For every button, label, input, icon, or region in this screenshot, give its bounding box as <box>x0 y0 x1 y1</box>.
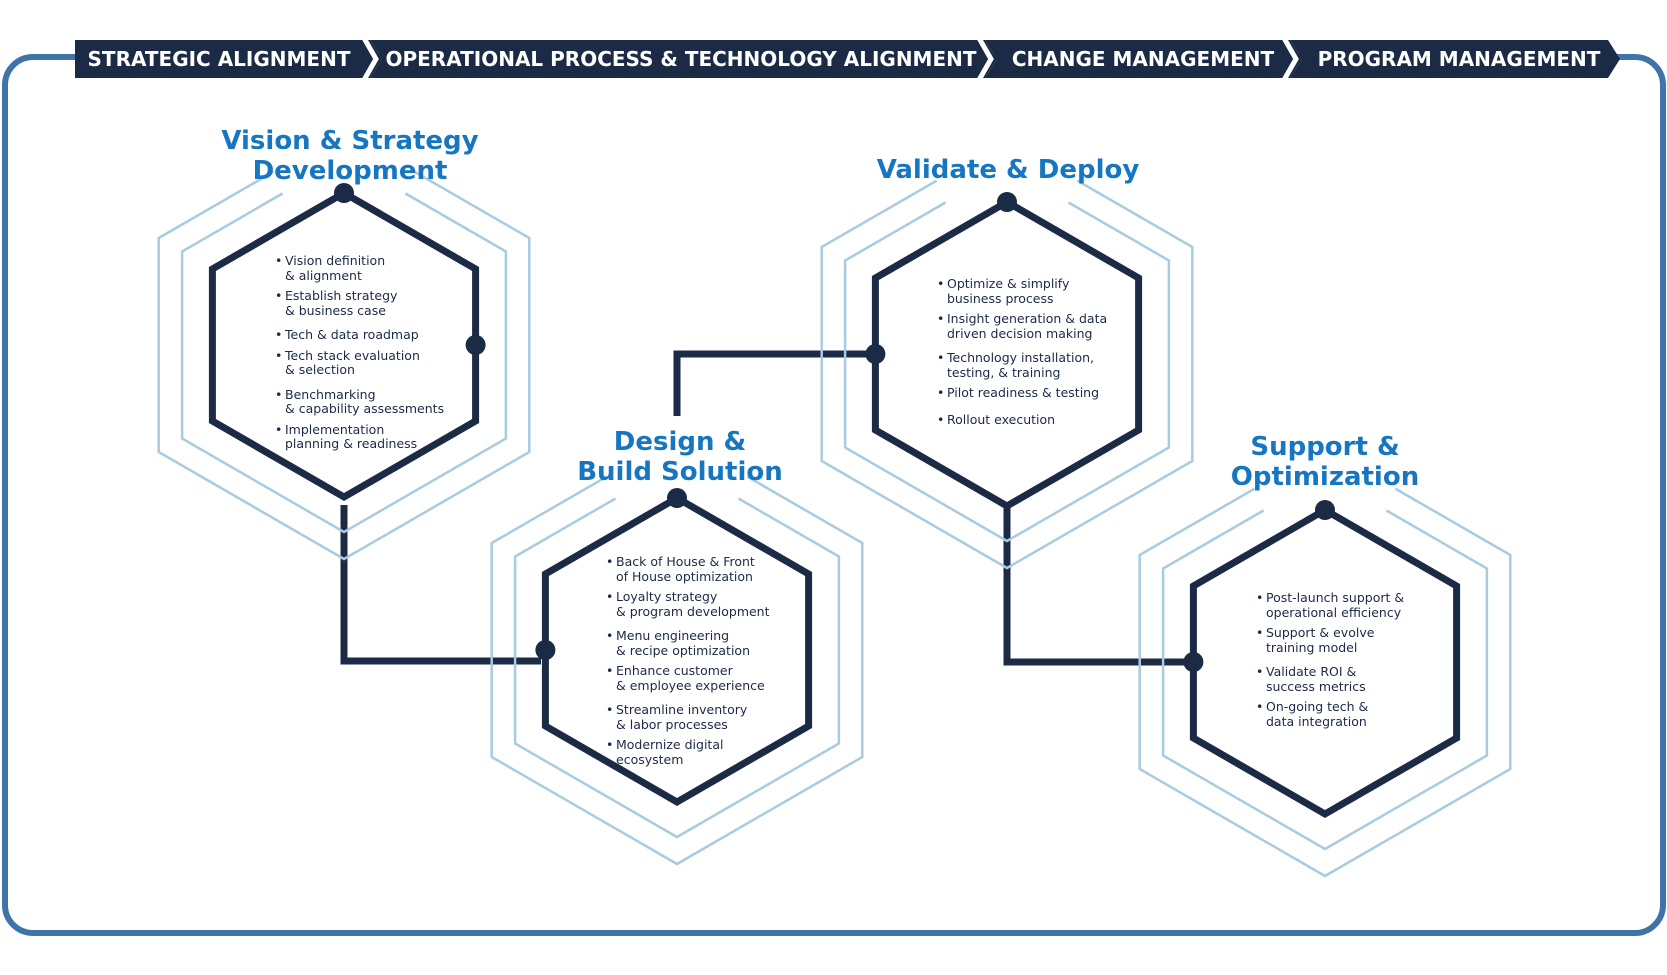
list-item: Vision definition & alignment <box>275 253 475 283</box>
list-item: Optimize & simplify business process <box>937 276 1137 306</box>
list-item: Rollout execution <box>937 412 1137 428</box>
hexagon-outer-ring <box>157 170 531 561</box>
hexagon-outer-ring <box>513 497 841 839</box>
connector-line <box>340 505 541 665</box>
list-item: Modernize digital ecosystem <box>606 737 806 767</box>
list-item: Insight generation & data driven decisio… <box>937 311 1137 341</box>
connector-group <box>340 350 1193 666</box>
list-item: Enhance customer & employee experience <box>606 663 806 693</box>
node-dot <box>535 640 556 660</box>
list-item: Back of House & Front of House optimizat… <box>606 554 806 584</box>
hexagon-main <box>1189 505 1461 819</box>
outer-frame <box>2 54 1666 936</box>
band-separator <box>1281 36 1299 82</box>
phase-title-support-optimization: Support & Optimization <box>1230 432 1420 492</box>
header-band-label: OPERATIONAL PROCESS & TECHNOLOGY ALIGNME… <box>385 47 976 71</box>
header-band-group: STRATEGIC ALIGNMENT OPERATIONAL PROCESS … <box>75 36 1620 82</box>
list-item: On-going tech & data integration <box>1256 699 1436 729</box>
list-item: Establish strategy & business case <box>275 288 475 318</box>
hexagon-outer-ring <box>820 179 1194 570</box>
list-item: Streamline inventory & labor processes <box>606 702 806 732</box>
list-item: Validate ROI & success metrics <box>1256 664 1436 694</box>
hexagon-outer-ring <box>1138 487 1512 878</box>
list-item: Technology installation, testing, & trai… <box>937 350 1137 380</box>
node-dot <box>334 183 354 203</box>
node-dot <box>1183 652 1204 672</box>
hexagon-outer-ring <box>180 192 508 534</box>
list-item: Loyalty strategy & program development <box>606 589 806 619</box>
list-item: Tech & data roadmap <box>275 327 475 343</box>
phase-title-validate-deploy: Validate & Deploy <box>876 155 1140 185</box>
phase-list-vision-strategy: Vision definition & alignment Establish … <box>275 253 475 458</box>
node-dot <box>667 488 687 508</box>
phase-title-vision-strategy: Vision & Strategy Development <box>221 126 479 186</box>
connector-line <box>1003 508 1193 666</box>
node-dot <box>997 192 1017 212</box>
band-separator <box>976 36 994 82</box>
header-band-label: CHANGE MANAGEMENT <box>1012 47 1275 71</box>
header-band-label: STRATEGIC ALIGNMENT <box>88 47 351 71</box>
list-item: Benchmarking & capability assessments <box>275 387 475 417</box>
list-item: Pilot readiness & testing <box>937 385 1137 401</box>
list-item: Menu engineering & recipe optimization <box>606 628 806 658</box>
node-dot <box>1315 500 1335 520</box>
list-item: Implementation planning & readiness <box>275 422 475 452</box>
phase-title-design-build: Design & Build Solution <box>577 427 783 487</box>
phase-list-support-optimization: Post-launch support & operational effici… <box>1256 590 1436 735</box>
header-band-operational-alignment <box>370 40 997 78</box>
phase-list-validate-deploy: Optimize & simplify business process Ins… <box>937 276 1137 433</box>
connector-line <box>673 350 874 416</box>
header-band-change-management <box>985 40 1302 78</box>
header-band-program-management <box>1290 40 1620 78</box>
header-band-label: PROGRAM MANAGEMENT <box>1318 47 1601 71</box>
header-band-strategic-alignment <box>75 40 382 78</box>
band-separator <box>361 36 379 82</box>
node-dot <box>865 344 886 364</box>
hexagon-outer-ring <box>843 201 1171 543</box>
hexagon-outer-ring <box>490 475 864 866</box>
list-item: Post-launch support & operational effici… <box>1256 590 1436 620</box>
list-item: Tech stack evaluation & selection <box>275 348 475 378</box>
hexagon-outer-ring <box>1161 509 1489 851</box>
list-item: Support & evolve training model <box>1256 625 1436 655</box>
phase-list-design-build: Back of House & Front of House optimizat… <box>606 554 806 773</box>
